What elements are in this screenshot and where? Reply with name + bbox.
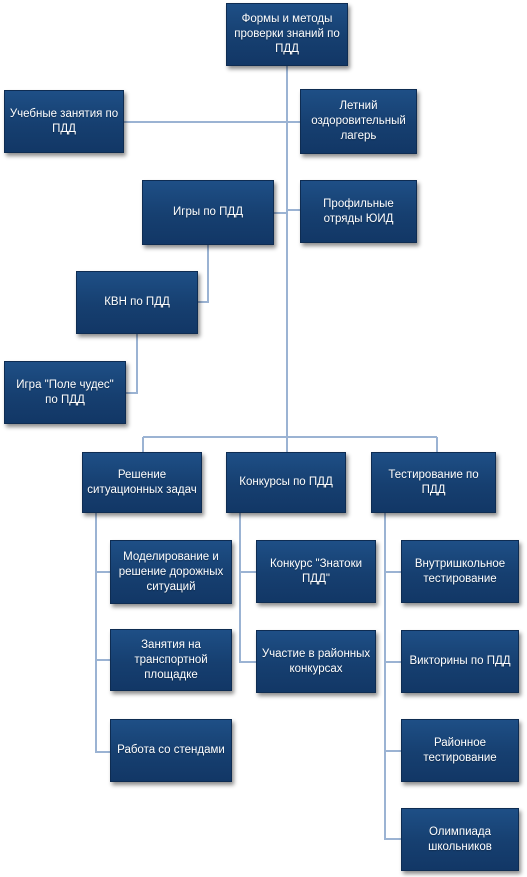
testing-item-label: Внутришкольное тестирование [414, 557, 506, 585]
testing-item-label: Олимпиада школьников [428, 825, 492, 853]
root-label: Формы и методы проверки знаний по ПДД [234, 13, 340, 55]
contests-item: Конкурс "Знатоки ПДД" [256, 540, 376, 603]
situational-item-label: Моделирование и решение дорожных ситуаци… [118, 550, 224, 593]
testing-item: Олимпиада школьников [401, 808, 519, 871]
pole-chudes-node: Игра "Поле чудес" по ПДД [4, 361, 126, 424]
pole-chudes-label: Игра "Поле чудес" по ПДД [16, 378, 114, 406]
situational-item: Работа со стендами [110, 719, 232, 782]
games-label: Игры по ПДД [173, 206, 243, 218]
lessons-node: Учебные занятия по ПДД [4, 90, 124, 153]
testing-item: Районное тестирование [401, 719, 519, 782]
yuid-squads-label: Профильные отряды ЮИД [323, 197, 394, 225]
situational-tasks-node: Решение ситуационных задач [82, 452, 202, 513]
testing-node: Тестирование по ПДД [371, 452, 496, 513]
testing-label: Тестирование по ПДД [388, 468, 479, 496]
summer-camp-node: Летний оздоровительный лагерь [300, 89, 417, 154]
situational-item-label: Работа со стендами [117, 744, 225, 756]
testing-item: Викторины по ПДД [401, 630, 519, 693]
contests-label: Конкурсы по ПДД [239, 476, 333, 488]
situational-item: Занятия на транспортной площадке [110, 629, 232, 691]
situational-item-label: Занятия на транспортной площадке [134, 638, 208, 681]
testing-item: Внутришкольное тестирование [401, 540, 519, 603]
testing-item-label: Викторины по ПДД [409, 655, 511, 667]
contests-item-label: Конкурс "Знатоки ПДД" [269, 557, 363, 585]
situational-item: Моделирование и решение дорожных ситуаци… [110, 540, 232, 604]
lessons-label: Учебные занятия по ПДД [9, 107, 119, 135]
summer-camp-label: Летний оздоровительный лагерь [311, 100, 406, 142]
yuid-squads-node: Профильные отряды ЮИД [300, 180, 417, 243]
testing-item-label: Районное тестирование [423, 736, 497, 764]
contests-item-label: Участие в районных конкурсах [261, 647, 371, 675]
kvn-node: КВН по ПДД [76, 271, 198, 334]
games-node: Игры по ПДД [142, 180, 274, 245]
root-node: Формы и методы проверки знаний по ПДД [226, 3, 348, 66]
contests-node: Конкурсы по ПДД [226, 452, 346, 513]
kvn-label: КВН по ПДД [104, 296, 170, 308]
situational-tasks-label: Решение ситуационных задач [87, 468, 197, 496]
contests-item: Участие в районных конкурсах [256, 630, 376, 693]
